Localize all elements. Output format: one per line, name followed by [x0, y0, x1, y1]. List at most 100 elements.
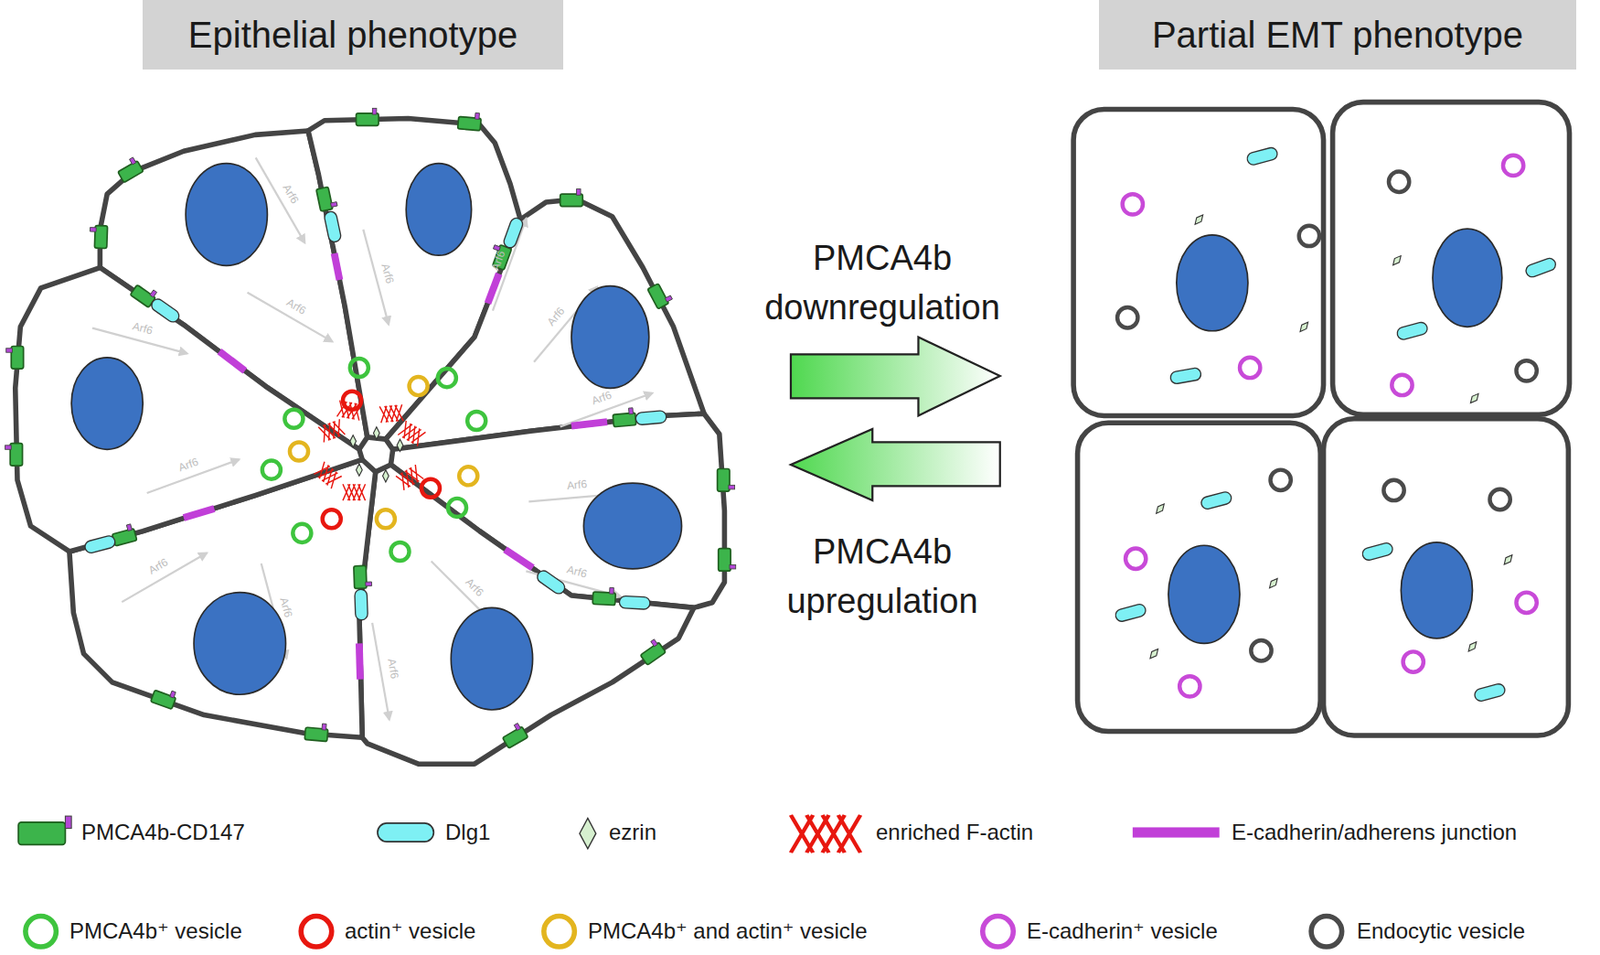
emt-nuclei [1176, 234, 1248, 331]
arf6-label-box: Arf6 [565, 477, 587, 492]
nuclei [583, 482, 682, 569]
emt-ezrin [1297, 320, 1311, 334]
nuclei [185, 163, 267, 267]
apical-vesicles [262, 460, 281, 480]
emt-vesicles [1299, 225, 1320, 246]
pmca4b-cd147-markers [356, 107, 380, 126]
emt-vesicles [1179, 675, 1200, 696]
f-actin [379, 404, 404, 423]
legend-samples [18, 821, 65, 845]
legend-samples [25, 916, 56, 947]
emt-ezrin [1193, 213, 1206, 227]
pmca4b-cd147-markers [150, 684, 179, 709]
emt-nuclei [1168, 544, 1240, 643]
ezrin-markers [373, 426, 380, 439]
emt-dlg1 [1396, 320, 1430, 342]
emt-cells [1333, 102, 1570, 416]
apical-vesicles [350, 358, 369, 377]
f-actin [342, 483, 366, 501]
emt-vesicles [1117, 307, 1138, 328]
pmca4b-cd147-markers [89, 224, 108, 248]
legend-text: PMCA4b⁺ and actin⁺ vesicle [587, 917, 867, 945]
dlg1-markers [149, 296, 182, 324]
emt-ezrin [1147, 646, 1161, 661]
legend-samples [64, 815, 72, 828]
epithelial-cells [15, 118, 726, 765]
emt-nuclei [1168, 228, 1503, 643]
legend-entry: Dlg1 [445, 818, 491, 846]
transition-arrows [790, 336, 1001, 416]
emt-dlg1 [1246, 146, 1280, 167]
transition-label-box: PMCA4b upregulation [722, 526, 1043, 626]
dlg1-markers [501, 216, 524, 250]
transition-label: PMCA4b upregulation [722, 526, 1043, 626]
ezrin-markers [350, 435, 357, 448]
apical-vesicles [390, 542, 409, 561]
pmca4b-cd147-markers [458, 111, 482, 131]
emt-dlg1 [1199, 490, 1233, 511]
apical-vesicles [322, 509, 342, 528]
dlg1-markers [534, 567, 567, 596]
header-text: Epithelial phenotype [188, 12, 518, 57]
emt-vesicles [1489, 489, 1510, 510]
emt-dlg1 [1473, 682, 1507, 703]
pmca4b-cd147-markers [612, 407, 637, 427]
apical-vesicles [437, 368, 457, 387]
dlg1-markers [354, 588, 369, 620]
arf6-arrows [92, 157, 652, 719]
pmca4b-cd147-markers [6, 346, 24, 370]
legend-entry: actin⁺ vesicle [344, 917, 476, 945]
f-actin [313, 461, 342, 489]
emt-nuclei [1400, 542, 1472, 639]
adherens-junctions [359, 642, 361, 679]
emt-dlg1 [1524, 256, 1558, 279]
apical-vesicles [467, 411, 486, 430]
legend-text: ezrin [608, 818, 657, 846]
nuclei [193, 592, 286, 695]
pmca4b-cd147-markers [560, 189, 584, 207]
emt-vesicles [1122, 193, 1143, 214]
pmca4b-cd147-markers [115, 156, 144, 183]
nuclei [571, 286, 650, 389]
emt-vesicles [1515, 592, 1536, 613]
emt-vesicles [1250, 640, 1271, 661]
ezrin-markers [356, 463, 363, 476]
emt-dlg1 [1361, 541, 1395, 562]
phenotype-header: Epithelial phenotype [142, 0, 564, 70]
legend-text: PMCA4b-CD147 [81, 818, 246, 846]
emt-vesicles [1403, 650, 1424, 672]
pmca4b-cd147-markers [5, 443, 23, 467]
legend-entry: Endocytic vesicle [1356, 917, 1526, 945]
legend-samples [377, 822, 434, 842]
emt-dlg1 [1114, 602, 1148, 623]
legend-samples [1311, 916, 1342, 947]
emt-vesicles [1270, 469, 1291, 491]
apical-vesicles [289, 441, 309, 460]
pmca4b-cd147-markers [304, 722, 329, 742]
pmca4b-cd147-markers [500, 721, 529, 748]
emt-ezrin [1466, 640, 1480, 654]
legend-samples [18, 814, 1343, 947]
apical-vesicles [421, 479, 440, 498]
apical-vesicles [292, 523, 311, 543]
legend-samples [1132, 826, 1220, 837]
legend-entry: E-cadherin⁺ vesicle [1026, 917, 1218, 945]
adherens-junctions [504, 549, 533, 568]
emt-cells [1073, 102, 1569, 736]
nuclei [450, 607, 533, 710]
apical-vesicles [262, 358, 486, 561]
legend-entry: PMCA4b-CD147 [81, 818, 246, 846]
ezrin-markers [396, 438, 404, 451]
emt-dlg1 [1114, 146, 1558, 703]
emt-cells [1323, 418, 1569, 736]
emt-vesicles [1515, 360, 1536, 381]
pmca4b-cd147-markers [637, 638, 666, 666]
adherens-junctions [183, 253, 608, 680]
emt-ezrin [1267, 576, 1280, 590]
legend-entry: PMCA4b⁺ vesicle [69, 917, 243, 945]
adherens-junctions [334, 253, 341, 280]
legend-text: E-cadherin⁺ vesicle [1026, 917, 1218, 945]
emt-vesicles [1239, 357, 1260, 378]
apical-vesicles [376, 509, 395, 528]
